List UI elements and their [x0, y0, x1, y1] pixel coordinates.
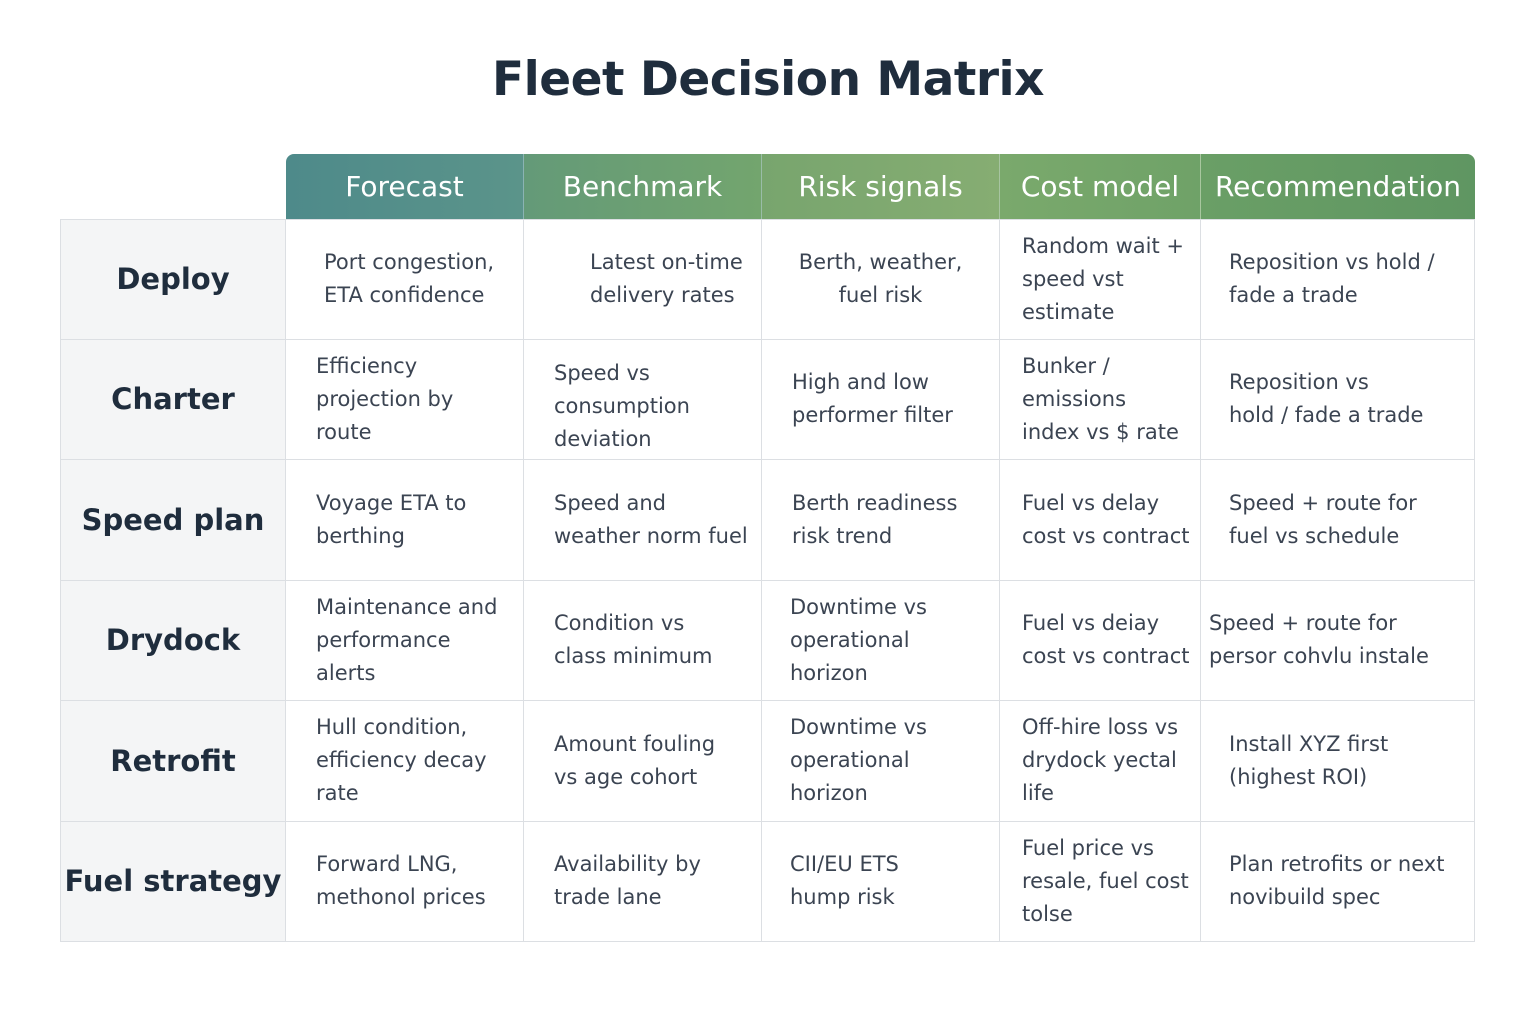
matrix-cell: Fuel price vs resale, fuel cost tolse [1000, 821, 1201, 942]
column-header-risk-signals: Risk signals [762, 154, 1000, 219]
matrix-cell: Random wait + speed vst estimate [1000, 219, 1201, 340]
matrix-cell: High and low performer filter [762, 339, 1000, 460]
matrix-cell: Fuel vs delay cost vs contract [1000, 460, 1201, 581]
matrix-cell: Amount fouling vs age cohort [524, 701, 762, 822]
matrix-cell: Reposition vs hold / fade a trade [1201, 339, 1475, 460]
matrix-cell: Speed and weather norm fuel [524, 460, 762, 581]
matrix-cell: Off-hire loss vs drydock yectal life [1000, 701, 1201, 822]
row-header-drydock: Drydock [60, 580, 286, 701]
matrix-cell: Voyage ETA to berthing [286, 460, 524, 581]
column-header-benchmark: Benchmark [524, 154, 762, 219]
matrix-cell: Condition vs class minimum [524, 580, 762, 701]
matrix-cell: Downtime vs operational horizon [762, 701, 1000, 822]
row-header-retrofit: Retrofit [60, 701, 286, 822]
matrix-cell: Plan retrofits or next novibuild spec [1201, 821, 1475, 942]
matrix-corner [60, 154, 286, 219]
matrix-cell: Fuel vs deiay cost vs contract [1000, 580, 1201, 701]
matrix-cell: Berth, weather, fuel risk [762, 219, 1000, 340]
row-header-speed-plan: Speed plan [60, 460, 286, 581]
matrix-cell: Speed + route for persor cohvlu instale [1201, 580, 1475, 701]
matrix-cell: Maintenance and performance alerts [286, 580, 524, 701]
matrix-cell: Efficiency projection by route [286, 339, 524, 460]
matrix-cell: Latest on-time delivery rates [524, 219, 762, 340]
matrix-cell: Availability by trade lane [524, 821, 762, 942]
matrix-cell: Reposition vs hold / fade a trade [1201, 219, 1475, 340]
matrix-cell: Install XYZ first (highest ROI) [1201, 701, 1475, 822]
matrix-cell: Speed + route for fuel vs schedule [1201, 460, 1475, 581]
row-header-charter: Charter [60, 339, 286, 460]
row-header-deploy: Deploy [60, 219, 286, 340]
matrix-cell: Bunker / emissions index vs $ rate [1000, 339, 1201, 460]
page-title: Fleet Decision Matrix [492, 52, 1044, 107]
matrix-cell: Port congestion, ETA confidence [286, 219, 524, 340]
column-header-forecast: Forecast [286, 154, 524, 219]
matrix-cell: Forward LNG, methonol prices [286, 821, 524, 942]
column-header-cost-model: Cost model [1000, 154, 1201, 219]
matrix-cell: Hull condition, efficiency decay rate [286, 701, 524, 822]
matrix-cell: Speed vs consumption deviation [524, 339, 762, 460]
row-header-fuel-strategy: Fuel strategy [60, 821, 286, 942]
matrix-cell: Downtime vs operational horizon [762, 580, 1000, 701]
matrix-cell: Berth readiness risk trend [762, 460, 1000, 581]
decision-matrix: Forecast Benchmark Risk signals Cost mod… [60, 154, 1475, 942]
column-header-recommendation: Recommendation [1201, 154, 1475, 219]
matrix-cell: CII/EU ETS hump risk [762, 821, 1000, 942]
